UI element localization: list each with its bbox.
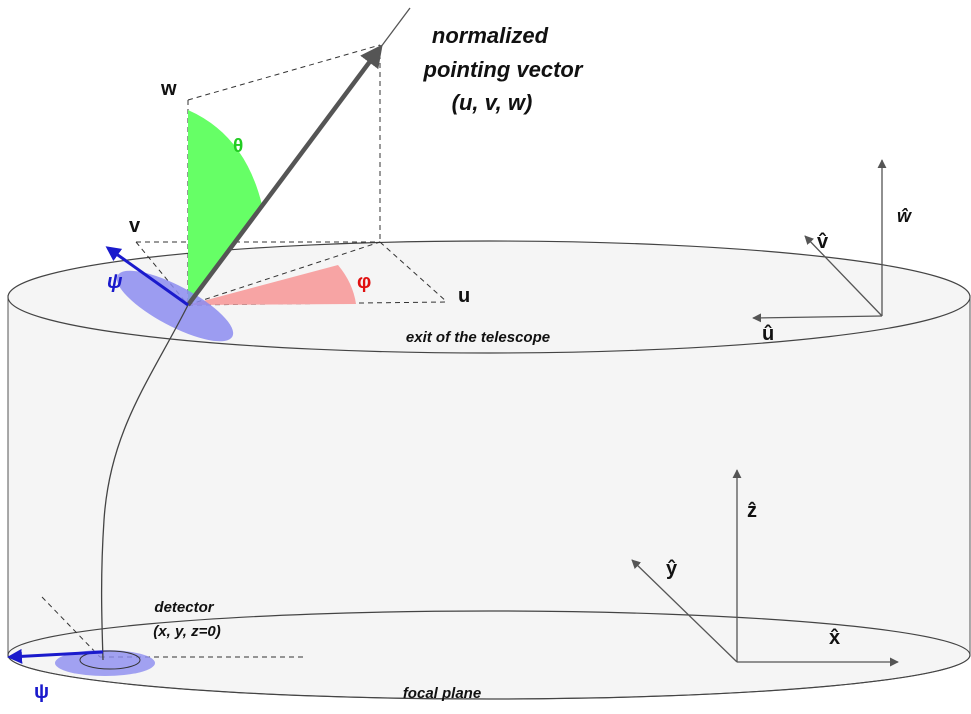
label-theta: θ: [233, 136, 243, 157]
exit-ellipse: [7, 240, 971, 354]
uvw-axes: [752, 159, 887, 323]
cylinder-body: [7, 294, 971, 700]
label-w: w: [160, 78, 177, 100]
label-x-hat: x̂: [829, 627, 840, 649]
label-psi-top: ψ: [107, 271, 123, 293]
title-line-1: normalized: [432, 23, 549, 48]
xyz-axes: [631, 469, 899, 667]
psi-ellipse-bottom: [55, 650, 155, 676]
detector-marker: [79, 650, 141, 670]
theta-wedge: [188, 110, 262, 305]
label-exit: exit of the telescope: [406, 329, 550, 346]
focal-plane-ellipse: [7, 610, 971, 700]
label-psi-bottom: ψ: [34, 681, 49, 703]
phi-wedge: [188, 265, 356, 305]
label-v: v: [129, 215, 141, 237]
photon-path: [100, 304, 189, 661]
label-detector-2: (x, y, z=0): [153, 623, 220, 640]
label-detector-1: detector: [154, 599, 214, 616]
psi-arrow-top: [105, 246, 189, 307]
title-line-3: (u, v, w): [452, 90, 533, 115]
psi-ellipse-top: [116, 270, 234, 342]
label-focal-plane: focal plane: [403, 685, 481, 702]
label-v-hat: v̂: [817, 231, 829, 253]
psi-arrow-bottom: [7, 648, 104, 664]
label-u: u: [458, 285, 470, 307]
label-w-hat: ŵ: [897, 206, 912, 226]
label-y-hat: ŷ: [666, 558, 678, 580]
title-line-2: pointing vector: [423, 57, 584, 82]
pointing-vector-bold: [186, 44, 383, 307]
label-z-hat: ẑ: [747, 500, 757, 522]
label-phi: φ: [357, 271, 371, 293]
label-u-hat: û: [762, 323, 774, 345]
